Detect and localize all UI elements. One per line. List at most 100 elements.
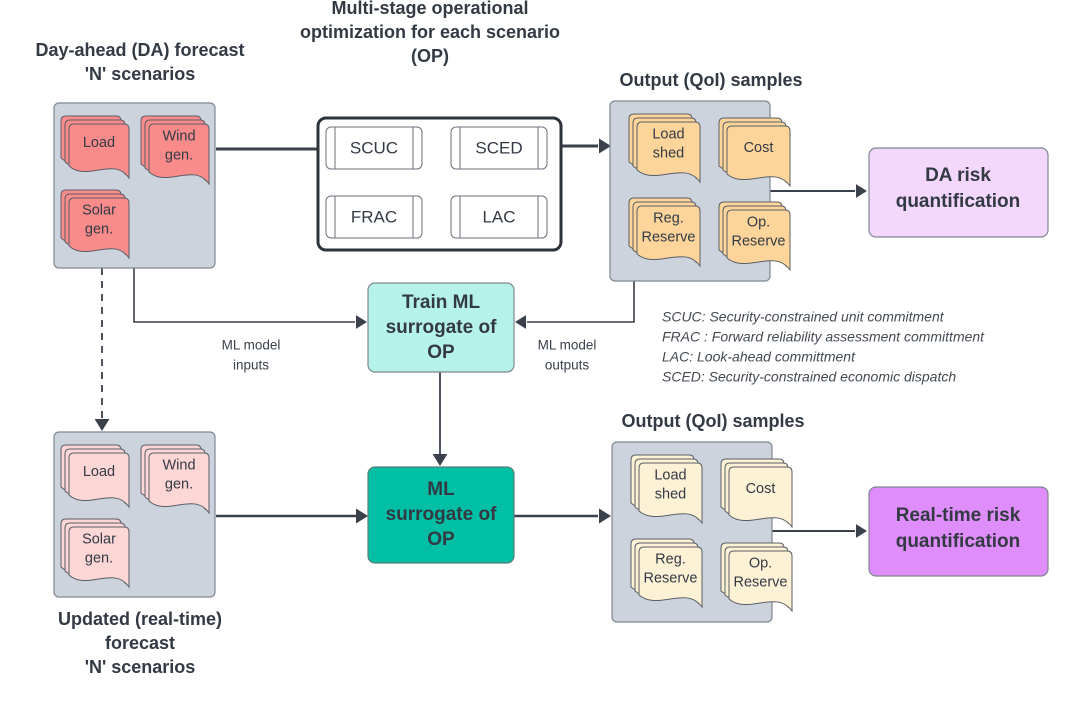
document-front [148,123,210,186]
da-forecast-doc-load: Load [60,115,130,180]
ml-outputs-label: outputs [545,358,590,373]
document-front [68,526,130,589]
document-label: Load [83,464,115,480]
stage-box [325,126,423,170]
ml-surrogate-label: surrogate of [386,504,498,525]
document-label: Reserve [642,229,696,245]
stage-scuc: SCUC [325,126,423,170]
ml-inputs-label: ML model [222,338,281,353]
document-label: Reg. [655,551,686,567]
arrow-head-icon [599,138,611,154]
rt-forecast-title: Updated (real-time) [58,609,222,629]
legend-item: LAC: Look-ahead committment [662,349,856,365]
document-front [726,209,791,272]
rt-forecast-title: forecast [105,633,175,653]
optimization-title: Multi-stage operational [331,0,528,18]
stage-label: LAC [482,207,515,226]
document-front [638,462,703,525]
document-front [728,466,793,529]
document-label: Reserve [734,574,788,590]
rt-forecast-title: 'N' scenarios [85,657,196,677]
document-label: gen. [165,147,193,163]
rt_output-doc-reg-reserve: Reg. Reserve [630,538,703,609]
rt_output-doc-op-reserve: Op.Reserve [720,542,793,613]
document-label: gen. [85,550,113,566]
stage-label: SCED [475,138,522,157]
document-front [636,205,701,268]
nodes-layer: Load Wind gen. Solar gen. SCUC SCED FRAC LAC Load… [53,100,1049,623]
rt-risk-label: Real-time risk [896,505,1021,526]
document-front [638,546,703,609]
optimization-title: optimization for each scenario [300,22,560,42]
document-label: Solar [82,202,116,218]
edge-ml-inputs [133,268,355,323]
da-risk-label: DA risk [925,165,991,186]
document-front [636,121,701,184]
da_output-doc-load-shed: Load shed [628,113,701,184]
da-forecast-doc-solar: Solar gen. [60,189,130,260]
train-ml-box [367,282,515,373]
ml-surrogate-label: ML [427,479,455,500]
arrow-head-icon [856,184,867,198]
legend-item: SCED: Security-constrained economic disp… [662,369,956,385]
ml-surrogate-label: OP [427,529,455,550]
document-label: Wind [162,128,195,144]
document-front [726,125,791,188]
document-label: gen. [85,221,113,237]
da_output-title: Output (QoI) samples [619,70,802,90]
rt_output-doc-load-shed: Load shed [630,454,703,525]
arrow-head-icon [356,315,367,329]
train-ml-label: OP [427,342,455,363]
stage-box [450,195,548,239]
document-front [68,123,130,180]
stage-box [325,195,423,239]
arrow-head-icon [94,419,110,431]
document-label: shed [653,145,684,161]
da_output-doc-op-reserve: Op. Reserve [718,201,791,272]
train-ml-label: surrogate of [386,317,498,338]
document-label: Cost [746,481,776,497]
document-label: gen. [165,476,193,492]
rt-risk-box [868,486,1049,577]
da-risk-box [868,147,1049,238]
legend-item: SCUC: Security-constrained unit commitme… [662,309,945,325]
da-forecast-title: Day-ahead (DA) forecast [35,40,244,60]
arrow-head-icon [856,524,867,538]
rt-risk-label: quantification [896,531,1021,552]
da_output-doc-cost: Cost [718,117,791,188]
document-front [68,452,130,509]
stage-sced: SCED [450,126,548,170]
stage-lac: LAC [450,195,548,239]
ml-outputs-label: ML model [538,338,597,353]
document-label: Reserve [732,233,786,249]
document-label: shed [655,486,686,502]
arrow-head-icon [432,454,448,466]
arrow-head-icon [599,508,611,524]
rt-forecast-doc-load: Load [60,444,130,509]
document-label: Op. [747,214,770,230]
document-front [148,452,210,515]
document-label: Solar [82,531,116,547]
arrow-head-icon [356,508,368,524]
document-front [68,197,130,260]
da_output-doc-reg-reserve: Reg. Reserve [628,197,701,268]
document-front [728,550,793,613]
da-forecast-title: 'N' scenarios [85,64,196,84]
document-label: Load [83,135,115,151]
rt_output-doc-cost: Cost [720,458,793,529]
stage-frac: FRAC [325,195,423,239]
document-label: Load [652,126,684,142]
text-layer: Day-ahead (DA) forecast 'N' scenarios Mult… [35,0,1020,677]
stage-box [450,126,548,170]
ml-surrogate-box [367,466,515,564]
arrow-head-icon [515,315,526,329]
document-label: Reg. [653,210,684,226]
stage-label: SCUC [350,138,398,157]
train-ml-label: Train ML [402,292,481,313]
optimization-title: (OP) [411,46,449,66]
document-label: Reserve [644,570,698,586]
document-label: Load [654,467,686,483]
da-forecast-doc-wind: Wind gen. [140,115,210,186]
stage-label: FRAC [351,207,397,226]
